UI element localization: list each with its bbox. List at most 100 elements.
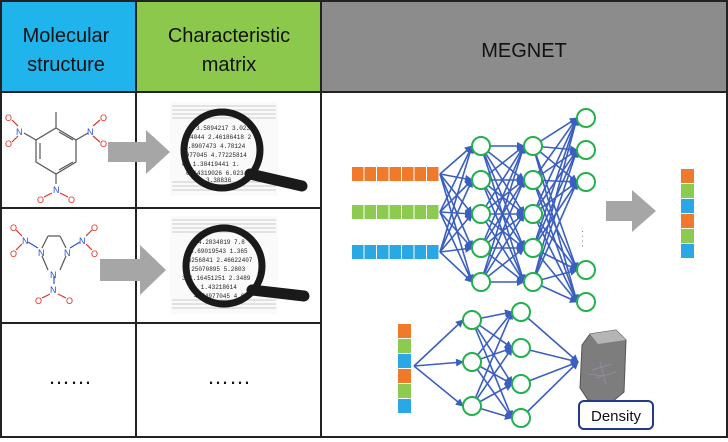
- network-connection: [480, 213, 525, 283]
- input-vector-cell: [414, 245, 426, 259]
- input-vector-cell: [352, 205, 364, 219]
- network-connection: [520, 311, 579, 363]
- ellipsis-molecule-column: ……: [48, 364, 92, 389]
- network-connection: [471, 311, 513, 363]
- network-connection: [532, 117, 578, 215]
- input-vector-cell: [398, 324, 411, 338]
- network-connection: [439, 211, 473, 249]
- matrix-1-line: 4.8907473 4.78124: [184, 143, 246, 150]
- network-connection: [439, 213, 473, 253]
- network-connection: [413, 319, 464, 367]
- input-vector-cell: [377, 167, 389, 181]
- input-vector-cell: [427, 167, 439, 181]
- molecule-2-atom: O: [10, 249, 17, 259]
- matrix-2-line: 4.2834819 7.8: [198, 239, 245, 246]
- input-vector-cell: [398, 354, 411, 368]
- network-connection: [439, 251, 473, 283]
- gray-arrow-row2: [100, 245, 166, 295]
- network-connection: [439, 244, 473, 253]
- network-connection: [480, 145, 525, 215]
- molecule-1-atom: O: [100, 113, 107, 123]
- molecule-1-structure: N O O N O O N O O: [5, 112, 107, 205]
- output-vector-cell: [681, 169, 694, 183]
- network-connection: [439, 173, 473, 249]
- network-connection: [471, 361, 513, 419]
- input-vector-cell: [389, 205, 401, 219]
- network-connection: [471, 319, 513, 385]
- network-node: [471, 238, 491, 258]
- matrix-2: 4.2834819 7.8 4.69019543 1.365 86256841 …: [170, 216, 310, 314]
- header-cell-characteristic-matrix: [136, 1, 321, 92]
- input-vector-cell: [414, 205, 426, 219]
- output-vector-cell: [681, 199, 694, 213]
- matrix-1: 3.5894217 3.023 4044 2.46186418 2 4.8907…: [170, 102, 308, 196]
- network-connection: [532, 145, 579, 271]
- megnet-network-lower: [398, 302, 579, 428]
- input-vector-cell: [352, 167, 364, 181]
- network-node: [462, 352, 482, 372]
- density-box: [578, 400, 654, 430]
- network-connection: [471, 319, 514, 419]
- network-node: [523, 238, 543, 258]
- molecule-1-atom: O: [68, 195, 75, 205]
- network-node: [511, 374, 531, 394]
- density-label: Density: [591, 408, 642, 425]
- network-node: [471, 272, 491, 292]
- network-node: [462, 310, 482, 330]
- gray-arrow-to-output: [606, 190, 656, 232]
- header-megnet: MEGNET: [481, 40, 567, 62]
- molecule-1-atom: O: [37, 195, 44, 205]
- network-node: [523, 272, 543, 292]
- megnet-network-upper: · · · ·: [352, 108, 596, 312]
- network-node: [576, 292, 596, 312]
- molecule-2-atom: N: [64, 248, 71, 258]
- network-node: [523, 204, 543, 224]
- network-node: [471, 136, 491, 156]
- input-vector-cell: [427, 205, 439, 219]
- network-connection: [439, 211, 473, 283]
- input-vector-cell: [364, 245, 376, 259]
- matrix-2-line: 3.1.16451251 2.3489: [182, 275, 251, 282]
- network-connection: [520, 360, 579, 385]
- network-connection: [532, 181, 578, 283]
- molecule-1-atom: O: [5, 139, 12, 149]
- network-connection: [532, 117, 578, 181]
- input-vector-cell: [377, 245, 389, 259]
- input-vector-cell: [402, 245, 414, 259]
- input-vector-cell: [427, 245, 439, 259]
- network-node: [471, 170, 491, 190]
- output-vector-cell: [681, 214, 694, 228]
- network-connection: [532, 213, 578, 271]
- network-connection: [471, 311, 513, 407]
- gray-arrow-row1: [108, 130, 170, 174]
- molecule-2-structure: N N N O N O O N O O N O: [10, 223, 98, 306]
- output-vector: [681, 169, 694, 258]
- header-molecular-structure-line2: structure: [27, 54, 105, 76]
- network-connection: [439, 173, 473, 183]
- network-node: [576, 140, 596, 160]
- input-vector-cell: [398, 339, 411, 353]
- input-vector-cell: [389, 245, 401, 259]
- network-connection: [532, 117, 579, 249]
- molecule-1-atom: O: [5, 113, 12, 123]
- matrix-1-line: 6.14319026 6.023: [186, 170, 244, 177]
- input-vector-cell: [364, 205, 376, 219]
- molecule-2-atom: O: [66, 296, 73, 306]
- network-connection: [439, 145, 473, 213]
- network-node: [576, 260, 596, 280]
- network-connection: [532, 149, 579, 283]
- network-connection: [480, 179, 525, 283]
- molecule-2-atom: O: [91, 249, 98, 259]
- molecule-2-atom: N: [22, 236, 29, 246]
- network-node: [462, 396, 482, 416]
- matrix-2-line: 4.69019543 1.365: [190, 248, 248, 255]
- network-connection: [471, 347, 513, 407]
- molecule-2-atom: N: [50, 285, 57, 295]
- header-cell-megnet: [321, 1, 727, 92]
- network-connection: [480, 145, 525, 249]
- molecule-2-atom: O: [35, 296, 42, 306]
- molecule-2-atom: N: [38, 248, 45, 258]
- header-cell-molecular-structure: [1, 1, 136, 92]
- network-connection: [520, 361, 579, 419]
